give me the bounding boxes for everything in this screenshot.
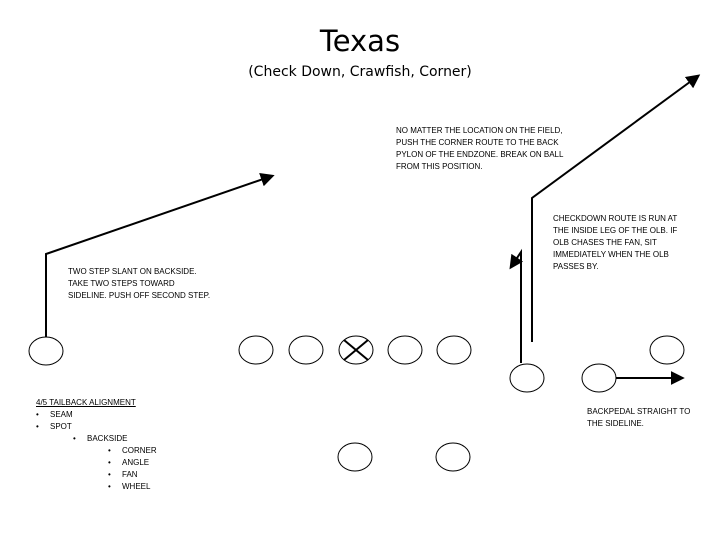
note-line: PUSH THE CORNER ROUTE TO THE BACK [396, 138, 559, 147]
corner-route [531, 74, 701, 342]
note-line: CHECKDOWN ROUTE IS RUN AT [553, 214, 678, 223]
slant-route-note: TWO STEP SLANT ON BACKSIDE. TAKE TWO STE… [68, 266, 210, 302]
player-left-tackle [238, 335, 274, 365]
list-item: CORNER [108, 445, 157, 457]
corner-route-note: NO MATTER THE LOCATION ON THE FIELD, PUS… [396, 125, 563, 173]
player-back-right [435, 442, 471, 472]
list-item: SPOT [36, 421, 157, 433]
player-left-guard [288, 335, 324, 365]
note-line: BACKPEDAL STRAIGHT TO [587, 407, 691, 416]
player-tight-end [509, 363, 545, 393]
note-line: SIDELINE. PUSH OFF SECOND STEP. [68, 291, 211, 300]
note-line: PYLON OF THE ENDZONE. BREAK ON BALL [396, 150, 564, 159]
player-left-receiver [28, 336, 64, 366]
player-back-left [337, 442, 373, 472]
player-slot [581, 363, 617, 393]
list-item: FAN [108, 469, 157, 481]
note-line: THE SIDELINE. [587, 419, 644, 428]
slant-route [45, 173, 275, 338]
note-line: TWO STEP SLANT ON BACKSIDE. [68, 267, 197, 276]
backpedal-route-note: BACKPEDAL STRAIGHT TO THE SIDELINE. [587, 406, 690, 430]
note-line: OLB CHASES THE FAN, SIT [553, 238, 657, 247]
checkdown-route-note: CHECKDOWN ROUTE IS RUN AT THE INSIDE LEG… [553, 213, 677, 273]
note-line: THE INSIDE LEG OF THE OLB. IF [553, 226, 678, 235]
center-mark [343, 339, 369, 361]
note-line: NO MATTER THE LOCATION ON THE FIELD, [396, 126, 563, 135]
note-line: PASSES BY. [553, 262, 599, 271]
checkdown-route [509, 248, 524, 363]
diagram-subtitle: (Check Down, Crawfish, Corner) [248, 64, 472, 80]
player-right-receiver [649, 335, 685, 365]
note-line: TAKE TWO STEPS TOWARD [68, 279, 175, 288]
diagram-title: Texas [319, 24, 401, 58]
note-line: IMMEDIATELY WHEN THE OLB [553, 250, 669, 259]
list-item: WHEEL [108, 481, 157, 493]
player-right-tackle [436, 335, 472, 365]
tailback-alignment-list: 4/5 TAILBACK ALIGNMENT SEAM SPOT BACKSID… [36, 397, 157, 493]
list-item: BACKSIDE [73, 433, 157, 445]
list-item: SEAM [36, 409, 157, 421]
note-line: FROM THIS POSITION. [396, 162, 483, 171]
list-item: ANGLE [108, 457, 157, 469]
player-right-guard [387, 335, 423, 365]
alignment-heading: 4/5 TAILBACK ALIGNMENT [36, 398, 136, 407]
